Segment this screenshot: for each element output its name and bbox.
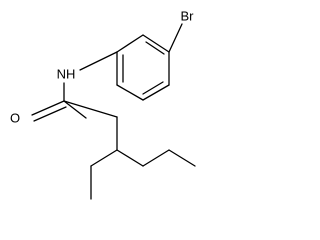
oxygen-atom-label: O [10, 111, 20, 126]
ring-bond-3 [142, 84, 170, 101]
ring-double-bond-2 [142, 81, 164, 95]
butyl-bond-3 [142, 149, 170, 167]
bromine-atom-label: Br [181, 9, 195, 24]
benzene-ring [116, 34, 170, 101]
carbonyl-double-bond-b [33, 106, 67, 122]
nitrogen-atom-label: NH [57, 67, 76, 82]
butyl-bond-4 [168, 149, 196, 167]
ethyl-bond-1 [90, 149, 118, 167]
butyl-bond-2 [116, 149, 144, 167]
ring-bond-1 [142, 34, 170, 53]
ring-bond-6 [116, 34, 144, 53]
ring-n-bond [79, 51, 118, 71]
ring-bond-4 [116, 84, 144, 101]
c-br-bond [168, 23, 183, 53]
ring-double-bond-1 [145, 41, 165, 55]
carbonyl-double-bond-a [31, 100, 65, 116]
alpha-carbon-bond [63, 100, 118, 118]
molecule-structure: Br NH O [10, 9, 196, 200]
carbonyl-bond-down [63, 100, 87, 119]
